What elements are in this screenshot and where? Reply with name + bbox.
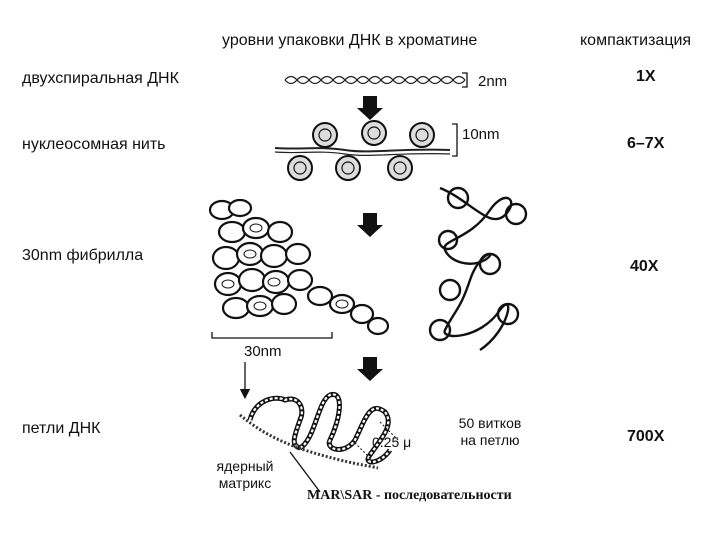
down-arrow-1 [357, 96, 383, 120]
zigzag-fibre [430, 188, 526, 350]
solenoid-fibril [210, 200, 388, 334]
down-arrow-2 [357, 213, 383, 237]
dna-loops [250, 394, 390, 462]
mar-sar-pointer [290, 452, 320, 492]
double-helix-dna [285, 77, 465, 84]
nucleosome-string [275, 121, 450, 180]
bracket-10nm [452, 124, 457, 156]
down-arrow-3 [357, 357, 383, 381]
bracket-30nm [212, 332, 332, 338]
